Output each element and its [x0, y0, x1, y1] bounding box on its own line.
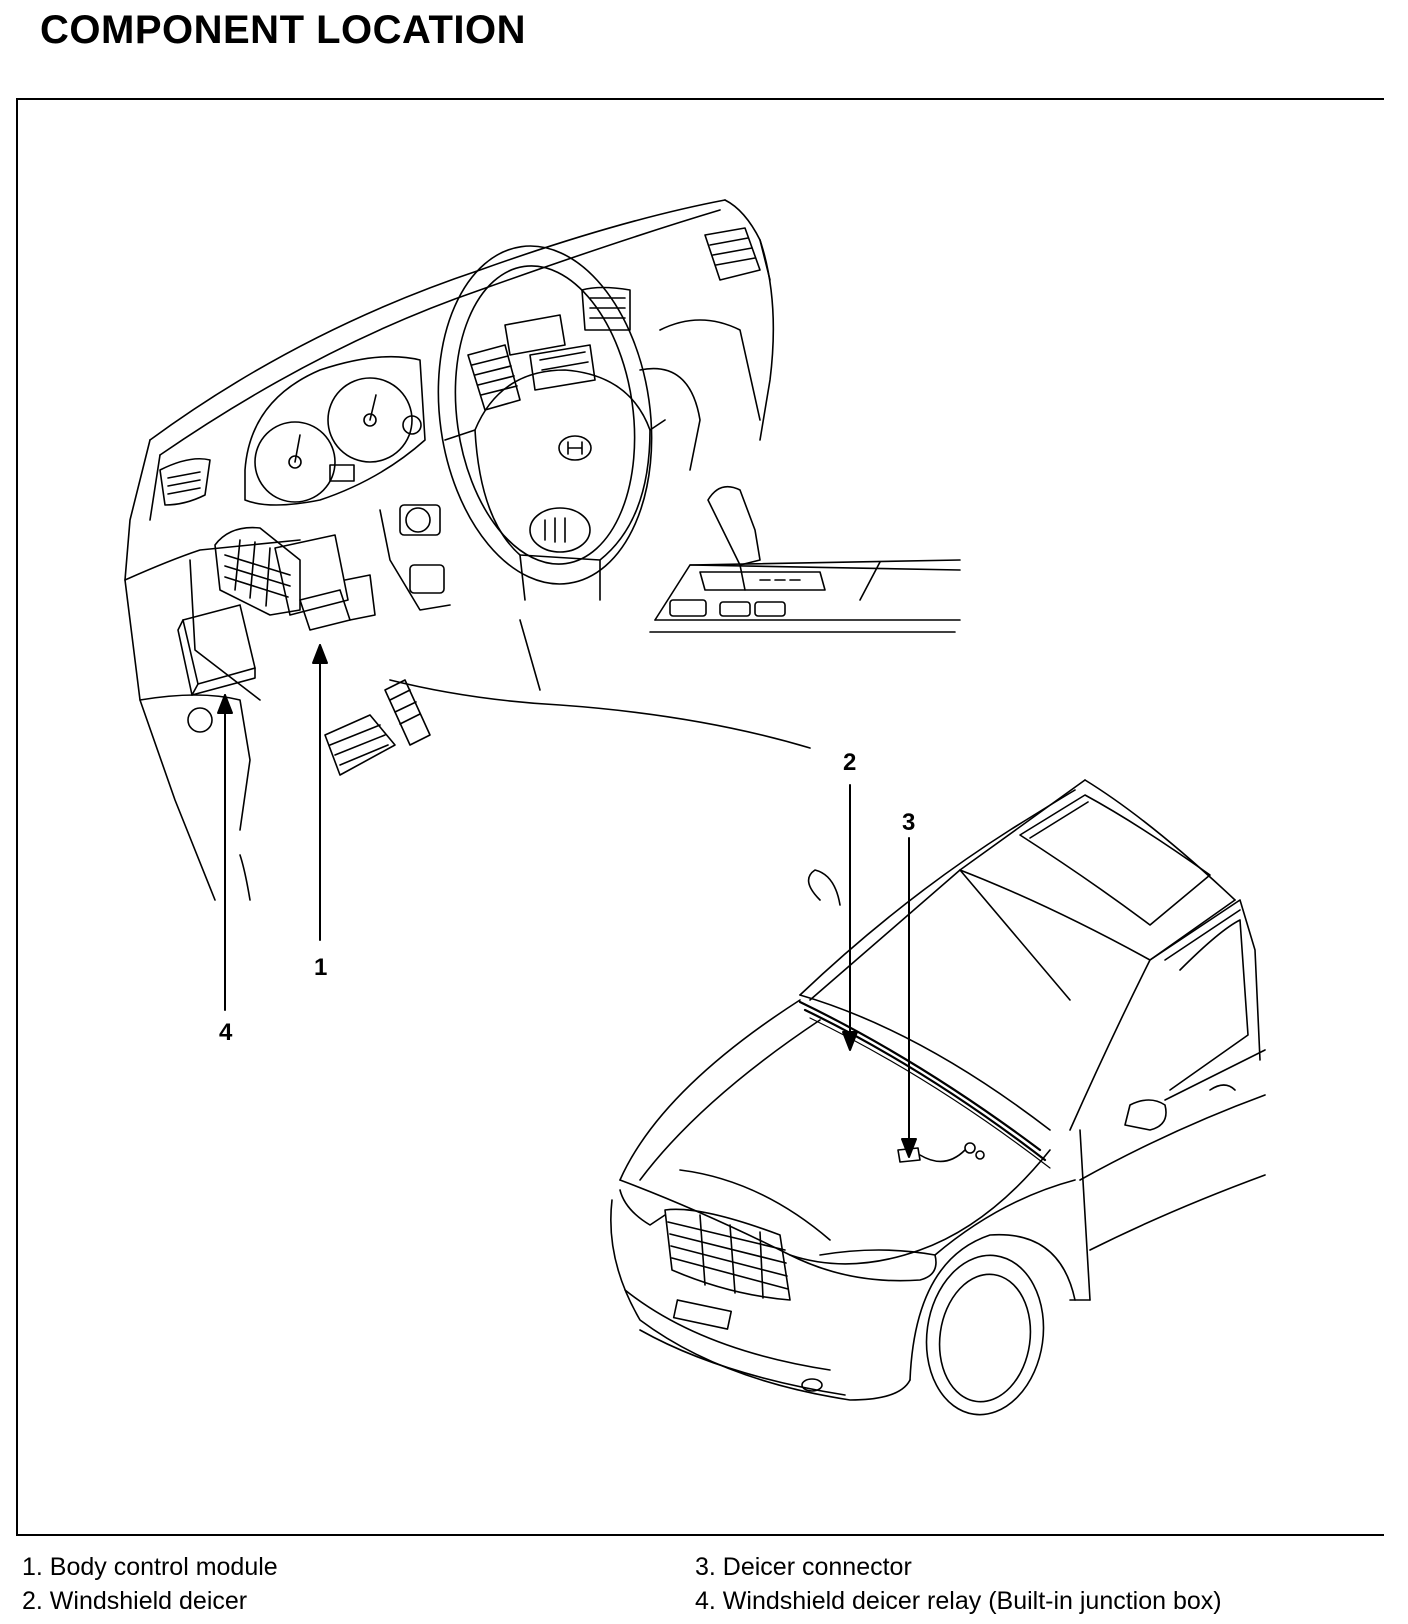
callout-4: 4: [219, 1019, 233, 1046]
callout-3: 3: [902, 809, 915, 836]
callout-1: 1: [314, 954, 327, 981]
dashboard-illustration: [124, 199, 961, 901]
legend-item-1: 1. Body control module: [22, 1553, 278, 1581]
callout-2: 2: [843, 749, 856, 776]
diagram-frame: [16, 98, 1384, 1536]
legend-item-2: 2. Windshield deicer: [22, 1587, 248, 1615]
page-title: COMPONENT LOCATION: [40, 8, 527, 52]
leader-lines: [217, 644, 917, 1158]
legend-item-3: 3. Deicer connector: [695, 1553, 912, 1581]
legend-item-4: 4. Windshield deicer relay (Built-in jun…: [695, 1587, 1222, 1615]
car-illustration: [610, 779, 1266, 1416]
